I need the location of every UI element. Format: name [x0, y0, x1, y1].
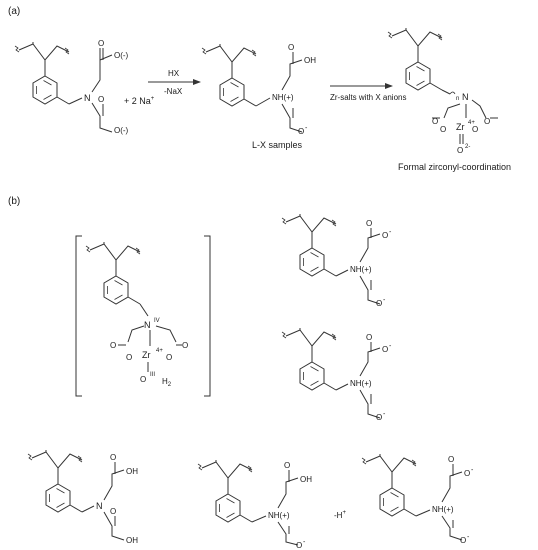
atom-charge: -: [389, 229, 392, 236]
atom-o: O: [472, 125, 478, 134]
atom-o: O: [448, 455, 454, 464]
atom-o: O: [110, 507, 116, 516]
atom-o: O: [98, 39, 104, 48]
atom-charge: -: [383, 411, 386, 418]
atom-o: O: [464, 469, 470, 478]
caption-l-x-samples: L-X samples: [252, 140, 303, 150]
atom-o: O: [432, 117, 438, 126]
arrow1-bottom-label: -NaX: [164, 87, 183, 96]
atom-charge: -: [305, 125, 308, 132]
atom-nh-plus: NH(+): [432, 505, 454, 514]
atom-o: O: [382, 231, 388, 240]
atom-zr: Zr: [142, 350, 151, 360]
molecule-b-bottom-3: NH(+) O O - O -: [361, 453, 474, 545]
atom-o-neg: O(-): [114, 51, 129, 60]
panel-label-a: (a): [8, 6, 20, 17]
atom-o: O: [126, 353, 132, 362]
molecule-a2: NH(+) O OH O -: [201, 43, 316, 136]
water-h2: H2: [162, 377, 172, 388]
molecule-a1: N O O(-) O O(-): [14, 39, 129, 135]
zr-charge: 4+: [468, 120, 475, 126]
molecule-b-bottom-1: N O OH O OH: [27, 449, 138, 545]
arrow1-top-label: HX: [168, 69, 180, 78]
atom-o: O: [298, 127, 304, 136]
atom-charge: -: [471, 467, 474, 474]
atom-nh-plus: NH(+): [350, 265, 372, 274]
label-iv: IV: [154, 318, 160, 324]
atom-nh-plus: NH(+): [350, 379, 372, 388]
atom-o: O: [376, 299, 382, 308]
atom-o: O: [484, 117, 490, 126]
atom-o: O: [284, 461, 290, 470]
atom-o-neg: O(-): [114, 126, 129, 135]
atom-oh: OH: [126, 467, 138, 476]
atom-o: O: [110, 341, 116, 350]
atom-oh: OH: [300, 475, 312, 484]
atom-o: O: [98, 95, 104, 104]
atom-charge: -: [467, 534, 470, 541]
atom-o: O: [288, 43, 294, 52]
atom-n: N: [96, 501, 103, 511]
atom-o: O: [440, 125, 446, 134]
molecule-b-right-2: NH(+) O O - O -: [281, 327, 392, 422]
atom-charge: -: [389, 343, 392, 350]
molecule-a3: n N O O O Zr 4+ O O 2-: [387, 27, 498, 155]
atom-o: O: [460, 536, 466, 545]
atom-zr: Zr: [456, 122, 465, 132]
reagent-sodium: + 2 Na+: [124, 96, 155, 106]
atom-n: N: [462, 92, 469, 102]
atom-n: N: [144, 320, 151, 330]
molecule-b-right-1: NH(+) O O - O -: [281, 213, 392, 308]
atom-oh: OH: [304, 56, 316, 65]
atom-charge: -: [303, 539, 306, 546]
atom-n: N: [84, 93, 91, 103]
molecule-b-bottom-2: NH(+) O OH O -: [197, 459, 312, 550]
bracket-right: [204, 235, 211, 397]
atom-o: O: [296, 541, 302, 550]
atom-o: O: [382, 345, 388, 354]
atom-o: O: [457, 146, 463, 155]
atom-nh-plus: NH(+): [268, 511, 290, 520]
subscript-n: n: [456, 96, 459, 102]
atom-o: O: [366, 333, 372, 342]
atom-o: O: [110, 453, 116, 462]
molecule-b-complex: N IV O O O Zr 4+ O O III H2: [85, 241, 188, 388]
oxo-charge: 2-: [465, 144, 470, 150]
label-iii: III: [150, 372, 155, 378]
atom-o: O: [366, 219, 372, 228]
arrow2-label: Zr-salts with X anions: [330, 93, 406, 102]
atom-o: O: [376, 413, 382, 422]
panel-label-b: (b): [8, 196, 20, 207]
bracket-left: [75, 235, 82, 397]
caption-zirconyl: Formal zirconyl-coordination: [398, 162, 511, 172]
atom-charge: -: [383, 297, 386, 304]
atom-o: O: [166, 353, 172, 362]
atom-o: O: [140, 375, 146, 384]
atom-o: O: [182, 341, 188, 350]
atom-nh-plus: NH(+): [272, 93, 294, 102]
zr-charge: 4+: [156, 348, 163, 354]
atom-oh: OH: [126, 536, 138, 545]
proton-loss-label: -H+: [334, 510, 346, 520]
